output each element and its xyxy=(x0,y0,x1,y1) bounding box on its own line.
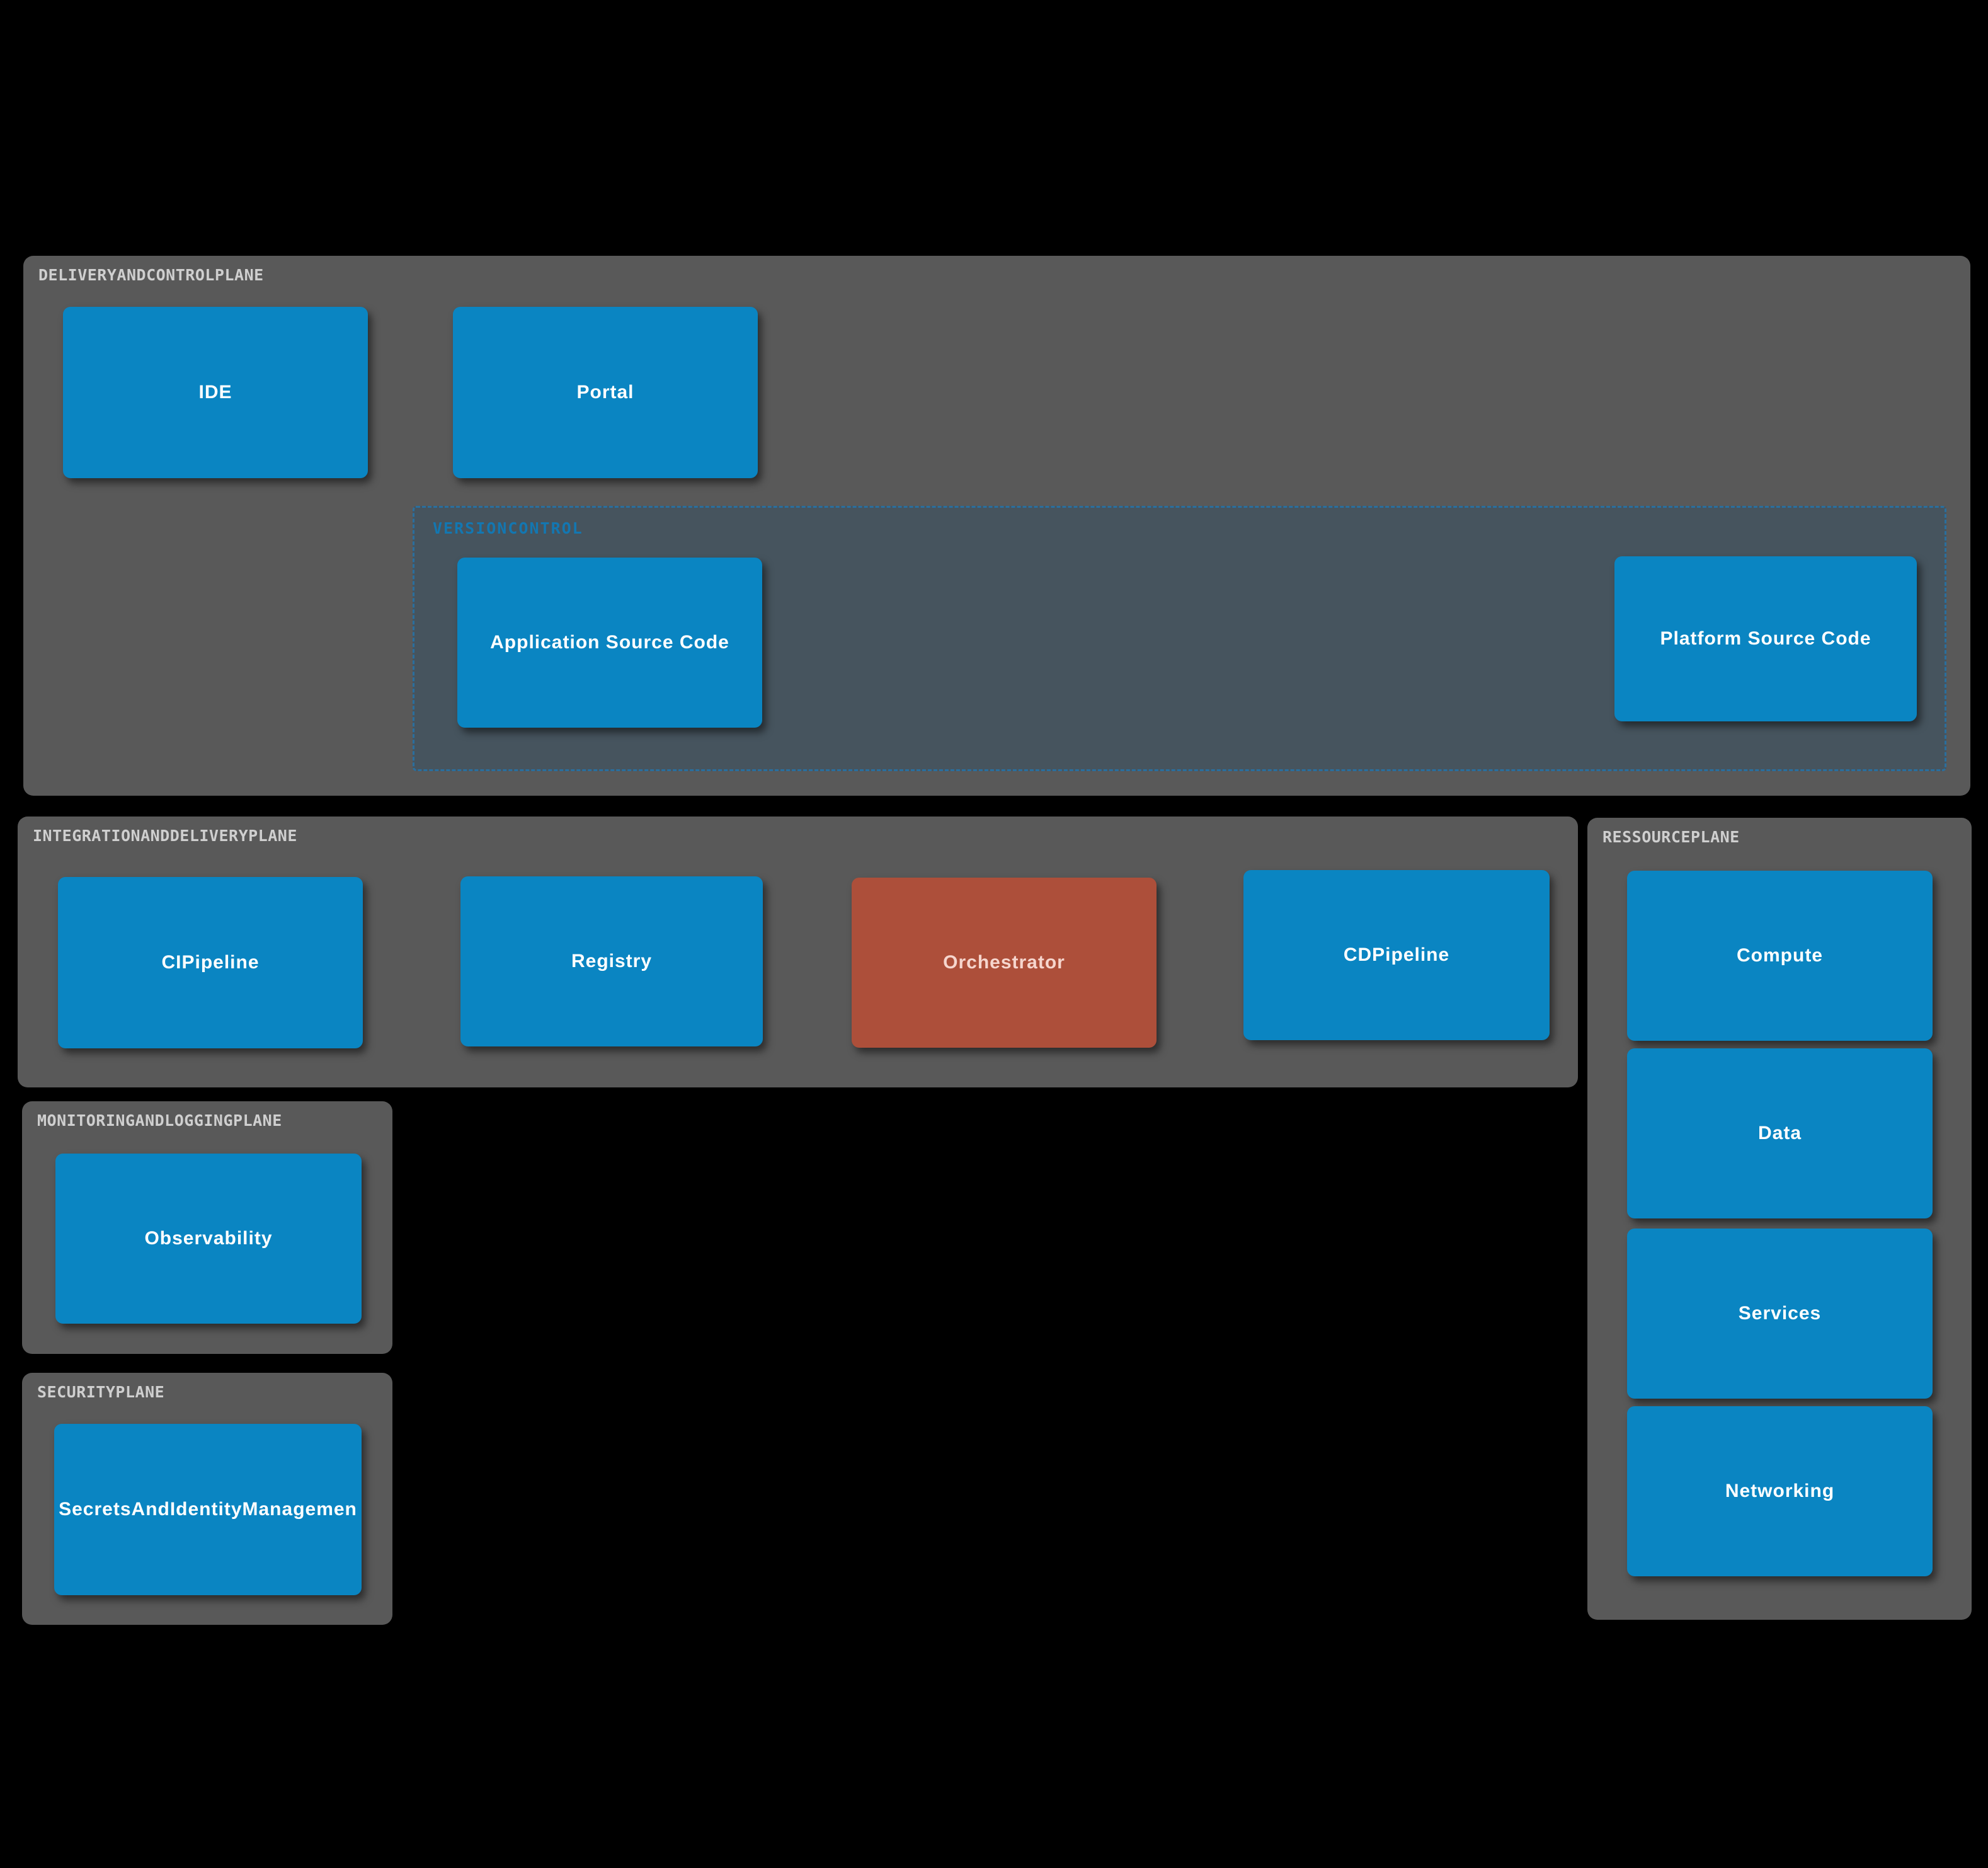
node-services-label: Services xyxy=(1738,1303,1822,1324)
node-platform-source-code: Platform Source Code xyxy=(1614,556,1917,721)
node-compute-label: Compute xyxy=(1737,945,1823,966)
node-services: Services xyxy=(1627,1229,1933,1399)
node-ide-label: IDE xyxy=(198,382,232,403)
node-data-label: Data xyxy=(1757,1123,1802,1143)
node-application-source-code-label: Application Source Code xyxy=(490,632,729,653)
node-registry-label: Registry xyxy=(571,951,653,971)
node-portal-label: Portal xyxy=(576,382,634,403)
plane-security-title: SECURITYPLANE xyxy=(37,1383,165,1401)
plane-ressource-title: RESSOURCEPLANE xyxy=(1602,828,1740,846)
node-cdpipeline-label: CDPipeline xyxy=(1343,944,1450,965)
group-versioncontrol-title: VERSIONCONTROL xyxy=(433,519,583,537)
plane-integration-and-delivery: INTEGRATIONANDDELIVERYPLANE CIPipeline R… xyxy=(18,817,1578,1087)
node-networking-label: Networking xyxy=(1725,1481,1835,1501)
node-application-source-code: Application Source Code xyxy=(457,558,762,728)
node-orchestrator: Orchestrator xyxy=(852,878,1157,1048)
group-versioncontrol: VERSIONCONTROL Application Source Code P… xyxy=(413,506,1946,771)
node-cipipeline: CIPipeline xyxy=(58,877,363,1048)
node-compute: Compute xyxy=(1627,871,1933,1041)
plane-security: SECURITYPLANE SecretsAndIdentityManageme… xyxy=(22,1373,392,1625)
node-cipipeline-label: CIPipeline xyxy=(161,952,260,973)
node-orchestrator-label: Orchestrator xyxy=(943,952,1065,973)
node-secrets-and-identity-management-label: SecretsAndIdentityManagemen xyxy=(59,1499,357,1520)
node-observability: Observability xyxy=(55,1154,362,1324)
node-registry: Registry xyxy=(460,876,763,1046)
node-portal: Portal xyxy=(453,307,758,478)
node-secrets-and-identity-management: SecretsAndIdentityManagemen xyxy=(54,1424,362,1595)
plane-monitoring-title: MONITORINGANDLOGGINGPLANE xyxy=(37,1111,282,1130)
plane-delivery-and-control: DELIVERYANDCONTROLPLANE IDE Portal VERSI… xyxy=(23,256,1970,796)
node-ide: IDE xyxy=(63,307,368,478)
plane-ressource: RESSOURCEPLANE Compute Data Services Net… xyxy=(1587,818,1972,1620)
node-platform-source-code-label: Platform Source Code xyxy=(1660,628,1871,649)
node-networking: Networking xyxy=(1627,1406,1933,1576)
plane-integration-title: INTEGRATIONANDDELIVERYPLANE xyxy=(33,827,297,845)
node-cdpipeline: CDPipeline xyxy=(1243,870,1550,1040)
plane-monitoring-and-logging: MONITORINGANDLOGGINGPLANE Observability xyxy=(22,1101,392,1354)
node-observability-label: Observability xyxy=(144,1228,273,1249)
plane-delivery-title: DELIVERYANDCONTROLPLANE xyxy=(38,266,264,284)
node-data: Data xyxy=(1627,1048,1933,1218)
